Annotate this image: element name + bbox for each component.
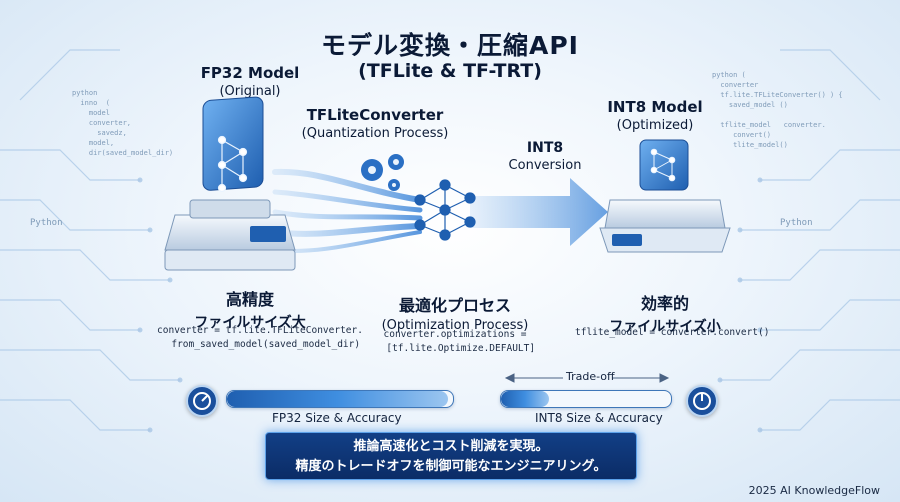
- fp32-bar-label: FP32 Size & Accuracy: [272, 411, 402, 425]
- int8-bar-label: INT8 Size & Accuracy: [535, 411, 663, 425]
- right-section-title: 効率的 ファイルサイズ小: [590, 290, 740, 336]
- converter-name: TFLiteConverter: [306, 106, 444, 124]
- int8-model-label: INT8 Model (Optimized): [585, 98, 725, 133]
- gauge-icon-right: [686, 385, 718, 417]
- right-section-line1: 効率的: [640, 294, 689, 313]
- int8-bar: [500, 390, 672, 408]
- converter-note: (Quantization Process): [301, 126, 449, 141]
- neural-network-icon: [414, 179, 476, 241]
- left-section-code: converter = tf.lite.TFLiteConverter. fro…: [157, 325, 363, 350]
- background-python-right: Python: [780, 218, 813, 228]
- background-python-left: Python: [30, 218, 63, 228]
- page-subtitle: (TFLite & TF-TRT): [358, 60, 542, 82]
- fp32-model-name: FP32 Model: [200, 64, 300, 82]
- gear-icon: [361, 154, 404, 191]
- left-section-title: 高精度 ファイルサイズ大: [180, 286, 320, 332]
- data-flow-streams: [272, 168, 423, 253]
- int8-conversion-note: Conversion: [508, 158, 582, 173]
- fp32-neural-network-icon: [202, 96, 264, 193]
- int8-scale-icon: [599, 199, 731, 253]
- fp32-model-label: FP32 Model (Original): [180, 64, 320, 99]
- banner-line1: 推論高速化とコスト削減を実現。: [353, 439, 549, 454]
- mid-section-code: converter.optimizations = [tf.lite.Optim…: [383, 329, 536, 354]
- scale-icon: [164, 199, 296, 271]
- left-section-line1: 高精度: [225, 290, 274, 309]
- page-title: モデル変換・圧縮API: [321, 31, 579, 60]
- mid-section-title: 最適化プロセス (Optimization Process): [375, 292, 535, 333]
- left-section-line2: ファイルサイズ大: [194, 315, 306, 331]
- right-section-code: tflite_model = converter.convert(): [575, 327, 770, 338]
- right-section-line2: ファイルサイズ小: [609, 319, 721, 335]
- int8-model-note: (Optimized): [616, 118, 694, 133]
- background-code-left: python inno ( model converter, savedz, m…: [72, 89, 174, 157]
- fp32-bar: [226, 390, 454, 408]
- footer-credit: 2025 AI KnowledgeFlow: [748, 484, 880, 497]
- int8-conversion-arrow: [470, 178, 608, 246]
- gauge-icon-left: [186, 385, 218, 417]
- converter-label: TFLiteConverter (Quantization Process): [290, 106, 460, 141]
- int8-conversion-label: INT8 Conversion: [490, 140, 600, 173]
- fp32-model-note: (Original): [219, 84, 281, 99]
- int8-model-name: INT8 Model: [607, 98, 703, 116]
- summary-banner: 推論高速化とコスト削減を実現。 精度のトレードオフを制御可能なエンジニアリング。: [265, 432, 637, 480]
- int8-neural-network-icon: [639, 139, 689, 191]
- int8-conversion-name: INT8: [526, 140, 564, 156]
- background-code-right: python ( converter tf.lite.TFLiteConvert…: [712, 71, 843, 149]
- fp32-bar-fill: [227, 391, 449, 407]
- tradeoff-arrow: [504, 373, 670, 383]
- mid-section-line2: (Optimization Process): [381, 318, 529, 333]
- mid-section-line1: 最適化プロセス: [398, 296, 511, 315]
- tradeoff-label: Trade-off: [566, 370, 615, 383]
- int8-bar-fill: [501, 391, 549, 407]
- banner-line2: 精度のトレードオフを制御可能なエンジニアリング。: [295, 459, 607, 474]
